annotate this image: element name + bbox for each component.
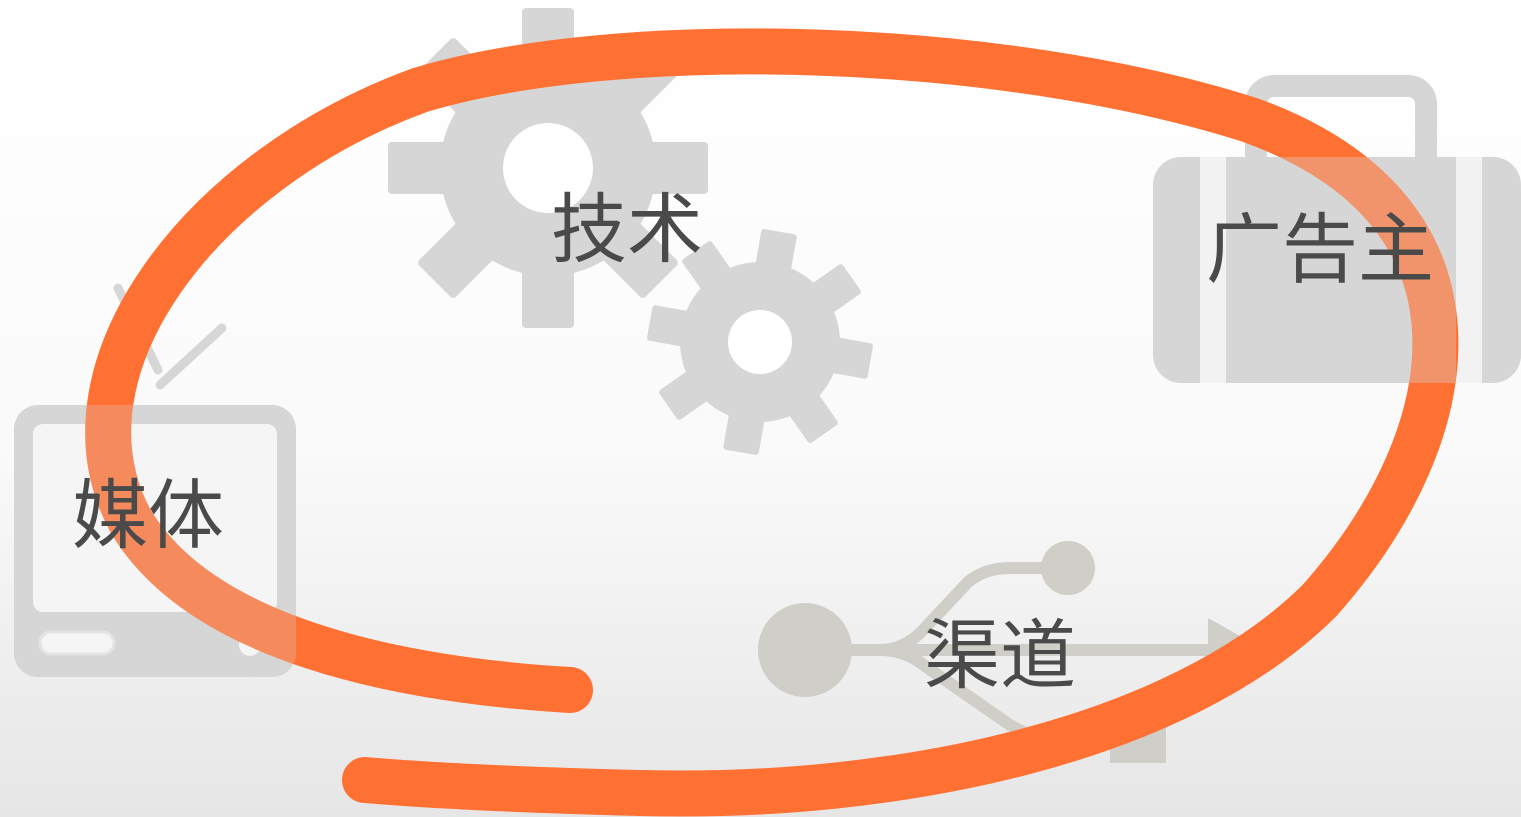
small-gear-icon (647, 229, 873, 455)
large-gear-icon (388, 8, 708, 328)
briefcase-overlay (1226, 157, 1456, 383)
ecosystem-loop (85, 28, 1459, 817)
node-label-channel: 渠道 (924, 611, 1076, 700)
tv-overlay (14, 405, 296, 677)
node-label-technology: 技术 (551, 185, 703, 274)
node-label-advertiser: 广告主 (1206, 205, 1434, 294)
node-label-media: 媒体 (72, 471, 224, 560)
